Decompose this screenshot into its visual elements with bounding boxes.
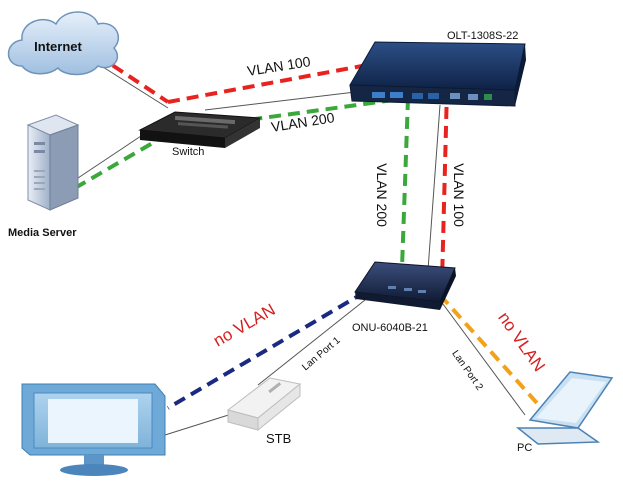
cable-olt-onu [427, 104, 441, 271]
olt-label: OLT-1308S-22 [447, 30, 518, 42]
lan-port-1-label: Lan Port 1 [300, 335, 343, 373]
vlan100-top-label: VLAN 100 [246, 53, 312, 79]
cable-onu-pc [439, 299, 526, 416]
cable-switch-olt [204, 89, 373, 111]
onu-device-icon [354, 261, 456, 310]
pc-laptop-icon [515, 371, 614, 445]
stb-label: STB [266, 431, 291, 446]
switch-icon [138, 111, 262, 148]
pc-label: PC [517, 442, 532, 454]
vlan200-top-label: VLAN 200 [270, 109, 336, 135]
stb-device-icon [226, 377, 302, 432]
no-vlan-pc-path [438, 293, 547, 414]
cable-stb-monitor [164, 411, 239, 436]
switch-label: Switch [172, 146, 204, 158]
no-vlan-left-label: no VLAN [210, 300, 278, 350]
media-server-label: Media Server [8, 227, 77, 239]
onu-label: ONU-6040B-21 [352, 322, 428, 334]
vlan100-vertical-label: VLAN 100 [451, 163, 467, 227]
internet-label: Internet [34, 39, 82, 54]
olt-device-icon [349, 41, 526, 107]
internet-cloud-icon [7, 11, 119, 76]
lan-port-2-label: Lan Port 2 [449, 349, 485, 393]
tv-monitor-icon [21, 383, 166, 476]
cable-internet-switch [94, 61, 169, 109]
media-server-icon [26, 114, 80, 211]
no-vlan-stb-path [166, 290, 367, 410]
vlan200-vertical-label: VLAN 200 [374, 163, 390, 227]
physical-cables [74, 61, 526, 436]
cable-switch-server [74, 129, 151, 181]
cable-onu-stb [257, 299, 366, 386]
no-vlan-right-label: no VLAN [494, 309, 549, 376]
